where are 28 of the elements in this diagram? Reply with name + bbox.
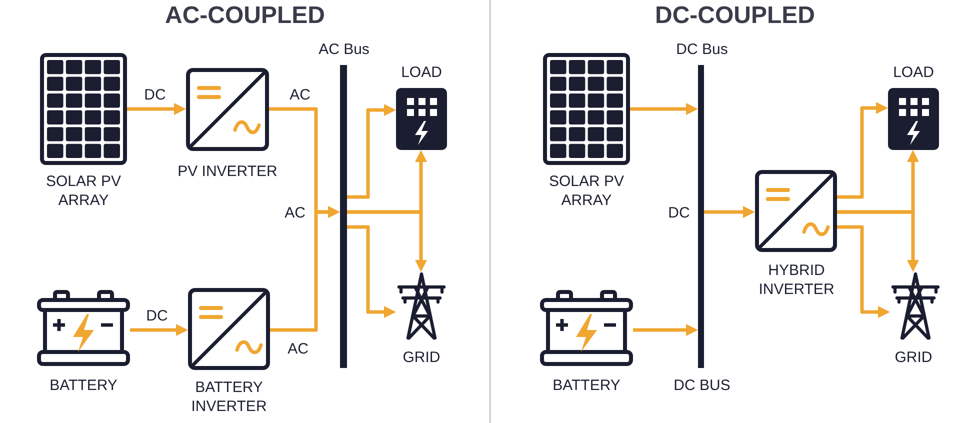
arrow [347,210,427,272]
arrow [347,104,396,199]
panel-title: AC-COUPLED [165,2,325,30]
node-label: SOLAR PV ARRAY [44,172,122,210]
arrow [630,103,698,115]
node-label: PV INVERTER [178,162,278,181]
node-label: DC BUS [674,376,730,395]
arrow [347,225,396,318]
arrow [127,103,186,115]
node-label: AC Bus [318,40,370,59]
node-label: GRID [402,348,440,367]
arrow [837,210,919,272]
node-label: LOAD [401,63,442,82]
node-label: HYBRID INVERTER [758,261,836,299]
arrow [130,324,188,336]
node-label: LOAD [893,63,934,82]
node-label: SOLAR PV ARRAY [548,172,626,210]
node-label: BATTERY [552,376,620,395]
arrow [633,324,698,336]
node-label: BATTERY INVERTER [190,378,268,416]
arrow [704,206,755,218]
node-label: GRID [894,348,932,367]
node-label: BATTERY [50,376,118,395]
arrow [270,206,340,332]
arrow [837,225,890,318]
panel-title: DC-COUPLED [655,2,815,30]
arrow [837,102,888,199]
node-label: DC Bus [676,40,728,59]
